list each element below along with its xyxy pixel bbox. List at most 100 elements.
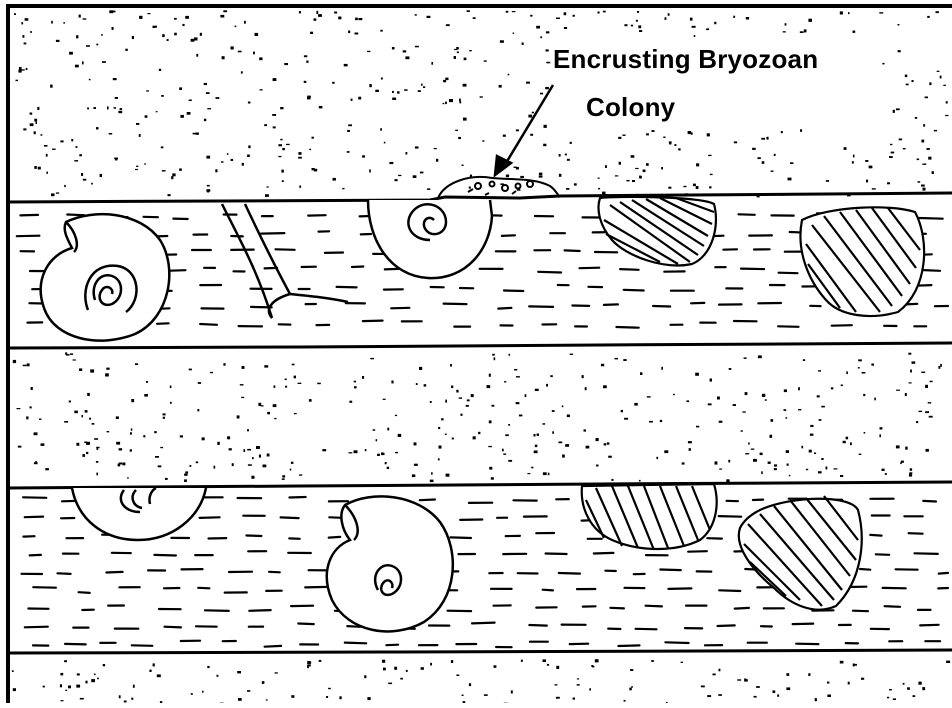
speckle	[567, 415, 570, 418]
speckle	[79, 15, 81, 18]
speckle	[638, 25, 641, 28]
speckle	[896, 390, 900, 391]
speckle	[256, 446, 260, 449]
speckle	[691, 132, 693, 135]
speckle	[82, 415, 84, 417]
speckle	[918, 181, 921, 183]
speckle	[314, 18, 317, 20]
speckle	[715, 461, 718, 464]
shale-dash	[337, 287, 357, 288]
speckle	[306, 61, 308, 63]
speckle	[663, 137, 665, 139]
shale-dash	[529, 306, 553, 307]
speckle	[34, 119, 37, 122]
speckle	[194, 37, 197, 40]
speckle	[387, 467, 389, 469]
speckle	[511, 690, 513, 693]
speckle	[82, 61, 84, 64]
speckle	[415, 146, 419, 148]
speckle	[74, 160, 78, 161]
speckle	[558, 442, 562, 444]
speckle	[23, 365, 27, 367]
speckle	[65, 690, 67, 691]
speckle	[358, 18, 362, 20]
speckle	[89, 79, 91, 81]
speckle	[441, 418, 444, 420]
speckle	[774, 464, 777, 466]
speckle	[492, 354, 495, 356]
speckle	[458, 137, 461, 139]
speckle	[445, 400, 447, 403]
speckle	[814, 453, 816, 455]
speckle	[221, 161, 224, 162]
speckle	[172, 173, 175, 176]
speckle	[844, 147, 847, 150]
speckle	[786, 450, 789, 453]
speckle	[709, 186, 711, 188]
speckle	[901, 461, 904, 463]
speckle	[882, 63, 884, 65]
speckle	[94, 438, 98, 440]
speckle	[118, 111, 122, 113]
speckle	[217, 442, 220, 445]
shale-dash	[23, 497, 46, 498]
speckle	[259, 455, 261, 458]
speckle	[543, 144, 546, 147]
speckle	[16, 80, 19, 81]
speckle	[131, 428, 133, 430]
speckle	[285, 379, 287, 381]
shale-dash	[33, 587, 56, 588]
speckle	[438, 427, 440, 429]
speckle	[174, 33, 177, 36]
speckle	[154, 431, 157, 433]
speckle	[354, 386, 357, 388]
speckle	[559, 174, 562, 177]
scallop-fossil	[739, 496, 862, 610]
speckle	[582, 375, 584, 378]
speckle	[322, 449, 326, 451]
scallop-fossil	[599, 197, 716, 266]
speckle	[171, 176, 173, 179]
speckle	[546, 49, 549, 51]
shale-dash	[538, 272, 561, 273]
speckle	[168, 194, 171, 196]
speckle	[445, 78, 448, 81]
speckle	[761, 471, 763, 474]
speckle	[506, 11, 509, 13]
speckle	[555, 684, 558, 685]
speckle	[573, 15, 575, 17]
shale-dash	[624, 290, 644, 291]
speckle	[35, 461, 37, 462]
speckle	[701, 686, 705, 688]
speckle	[861, 678, 864, 680]
speckle	[83, 179, 87, 181]
speckle	[556, 18, 560, 20]
speckle	[147, 13, 150, 14]
speckle	[934, 130, 937, 132]
speckle	[391, 381, 393, 384]
speckle	[783, 31, 786, 32]
speckle	[83, 18, 87, 19]
speckle	[96, 473, 98, 476]
speckle	[96, 44, 98, 46]
speckle	[556, 666, 559, 669]
speckle	[46, 172, 48, 174]
speckle	[596, 438, 599, 441]
speckle	[719, 469, 722, 470]
speckle	[589, 688, 591, 690]
speckle	[489, 374, 491, 377]
speckle	[275, 672, 278, 673]
speckle	[745, 392, 748, 395]
speckle	[406, 152, 408, 155]
speckle	[112, 27, 114, 30]
shale-dash	[363, 321, 383, 322]
speckle	[777, 694, 779, 696]
speckle	[299, 474, 302, 475]
speckle	[516, 167, 519, 170]
speckle	[227, 436, 230, 439]
speckle	[380, 128, 382, 131]
speckle	[494, 665, 497, 668]
shale-dash	[924, 270, 940, 271]
speckle	[790, 162, 793, 164]
speckle	[800, 31, 804, 33]
